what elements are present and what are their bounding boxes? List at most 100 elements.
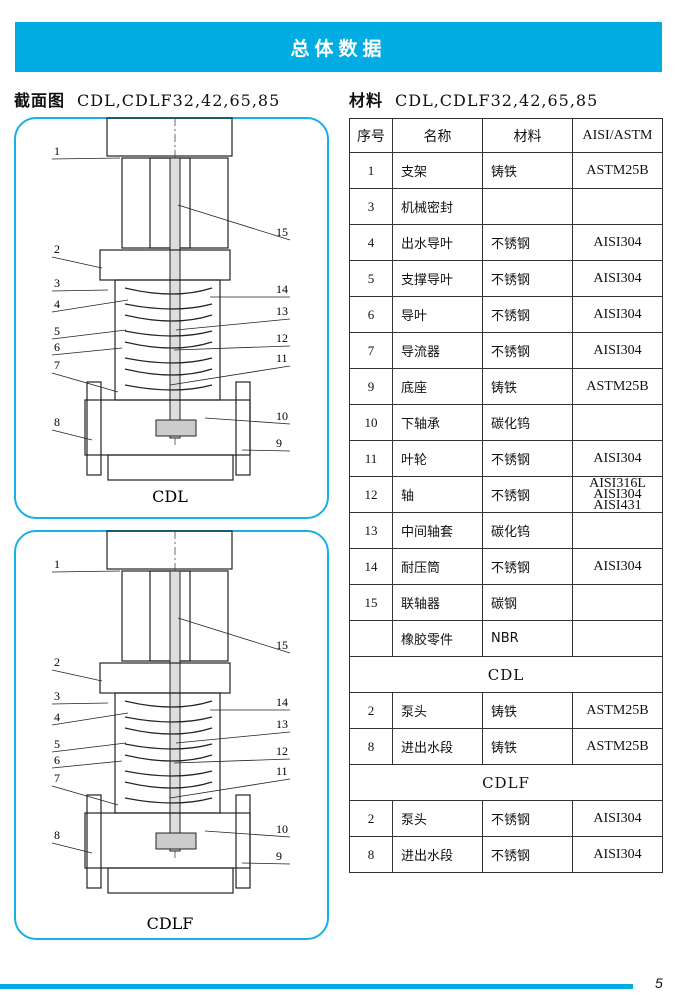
cell-no: 4 [349,224,393,261]
cell-material [482,188,573,225]
cell-name: 导流器 [392,332,483,369]
cell-std: AISI304 [572,332,663,369]
diagram-caption: CDLF [147,914,194,933]
leader-line [51,760,123,769]
flange-left [86,794,102,889]
cell-material: 不锈钢 [482,836,573,873]
leader-line [51,372,119,393]
cell-name: 进出水段 [392,836,483,873]
cell-std: ASTM25B [572,692,663,729]
flange-right [235,381,251,476]
leader-line [51,785,119,806]
callout-number: 2 [54,242,60,256]
cell-name: 叶轮 [392,440,483,477]
cell-no: 14 [349,548,393,585]
cell-no: 8 [349,836,393,873]
motor-outline [106,117,233,157]
callout-number: 7 [54,358,60,372]
callout-number: 7 [54,771,60,785]
cell-std: AISI304 [572,260,663,297]
impeller-stage [124,781,213,804]
callout-number: 3 [54,276,60,290]
cell-std: AISI304 [572,224,663,261]
cell-std: AISI304 [572,440,663,477]
cell-no: 12 [349,476,393,513]
cell-material: 铸铁 [482,692,573,729]
callout-number: 9 [276,436,282,450]
cell-name: 轴 [392,476,483,513]
leader-line [51,299,129,313]
column-header: 名称 [392,118,483,153]
leader-line [51,256,103,269]
cell-no: 7 [349,332,393,369]
cell-no [349,620,393,657]
callout-number: 11 [276,764,288,778]
cell-std [572,620,663,657]
cell-no: 2 [349,692,393,729]
cell-std [572,404,663,441]
pump-head [99,249,231,281]
impeller-stage [124,700,213,723]
pressure-sleeve [114,279,221,401]
leader-line [51,712,129,726]
cell-material: 铸铁 [482,152,573,189]
leader-line [51,329,127,340]
leader-line [51,742,127,753]
page-banner: 总体数据 [15,22,662,72]
group-header-row: CDL [349,656,663,693]
cell-no: 8 [349,728,393,765]
callout-number: 15 [276,225,288,239]
cell-material: 不锈钢 [482,260,573,297]
cell-std: AISI304 [572,296,663,333]
cell-std: AISI316L AISI304 AISI431 [572,476,663,513]
callout-number: 10 [276,822,288,836]
cell-material: 不锈钢 [482,332,573,369]
shaft [169,570,181,852]
impeller-stage [124,368,213,391]
cell-no: 13 [349,512,393,549]
cell-material: 碳钢 [482,584,573,621]
leader-line [51,429,93,441]
impeller-stage [124,314,213,337]
cell-name: 耐压筒 [392,548,483,585]
impeller-stage [124,727,213,750]
cell-name: 中间轴套 [392,512,483,549]
cell-no: 3 [349,188,393,225]
cell-std: ASTM25B [572,728,663,765]
column-header: 材料 [482,118,573,153]
leader-line [177,204,291,241]
cell-no: 10 [349,404,393,441]
cell-std: AISI304 [572,548,663,585]
callout-number: 12 [276,744,288,758]
leader-line [51,702,109,705]
callout-number: 12 [276,331,288,345]
cell-no: 2 [349,800,393,837]
footer-rule [0,984,633,989]
callout-number: 13 [276,304,288,318]
leader-line [169,778,291,799]
callout-number: 4 [54,297,60,311]
callout-number: 11 [276,351,288,365]
cell-std: AISI304 [572,800,663,837]
cell-std: ASTM25B [572,368,663,405]
cell-material: 不锈钢 [482,440,573,477]
callout-number: 13 [276,717,288,731]
cell-std [572,188,663,225]
cell-name: 支架 [392,152,483,189]
leader-line [51,289,109,292]
leader-line [51,157,121,160]
